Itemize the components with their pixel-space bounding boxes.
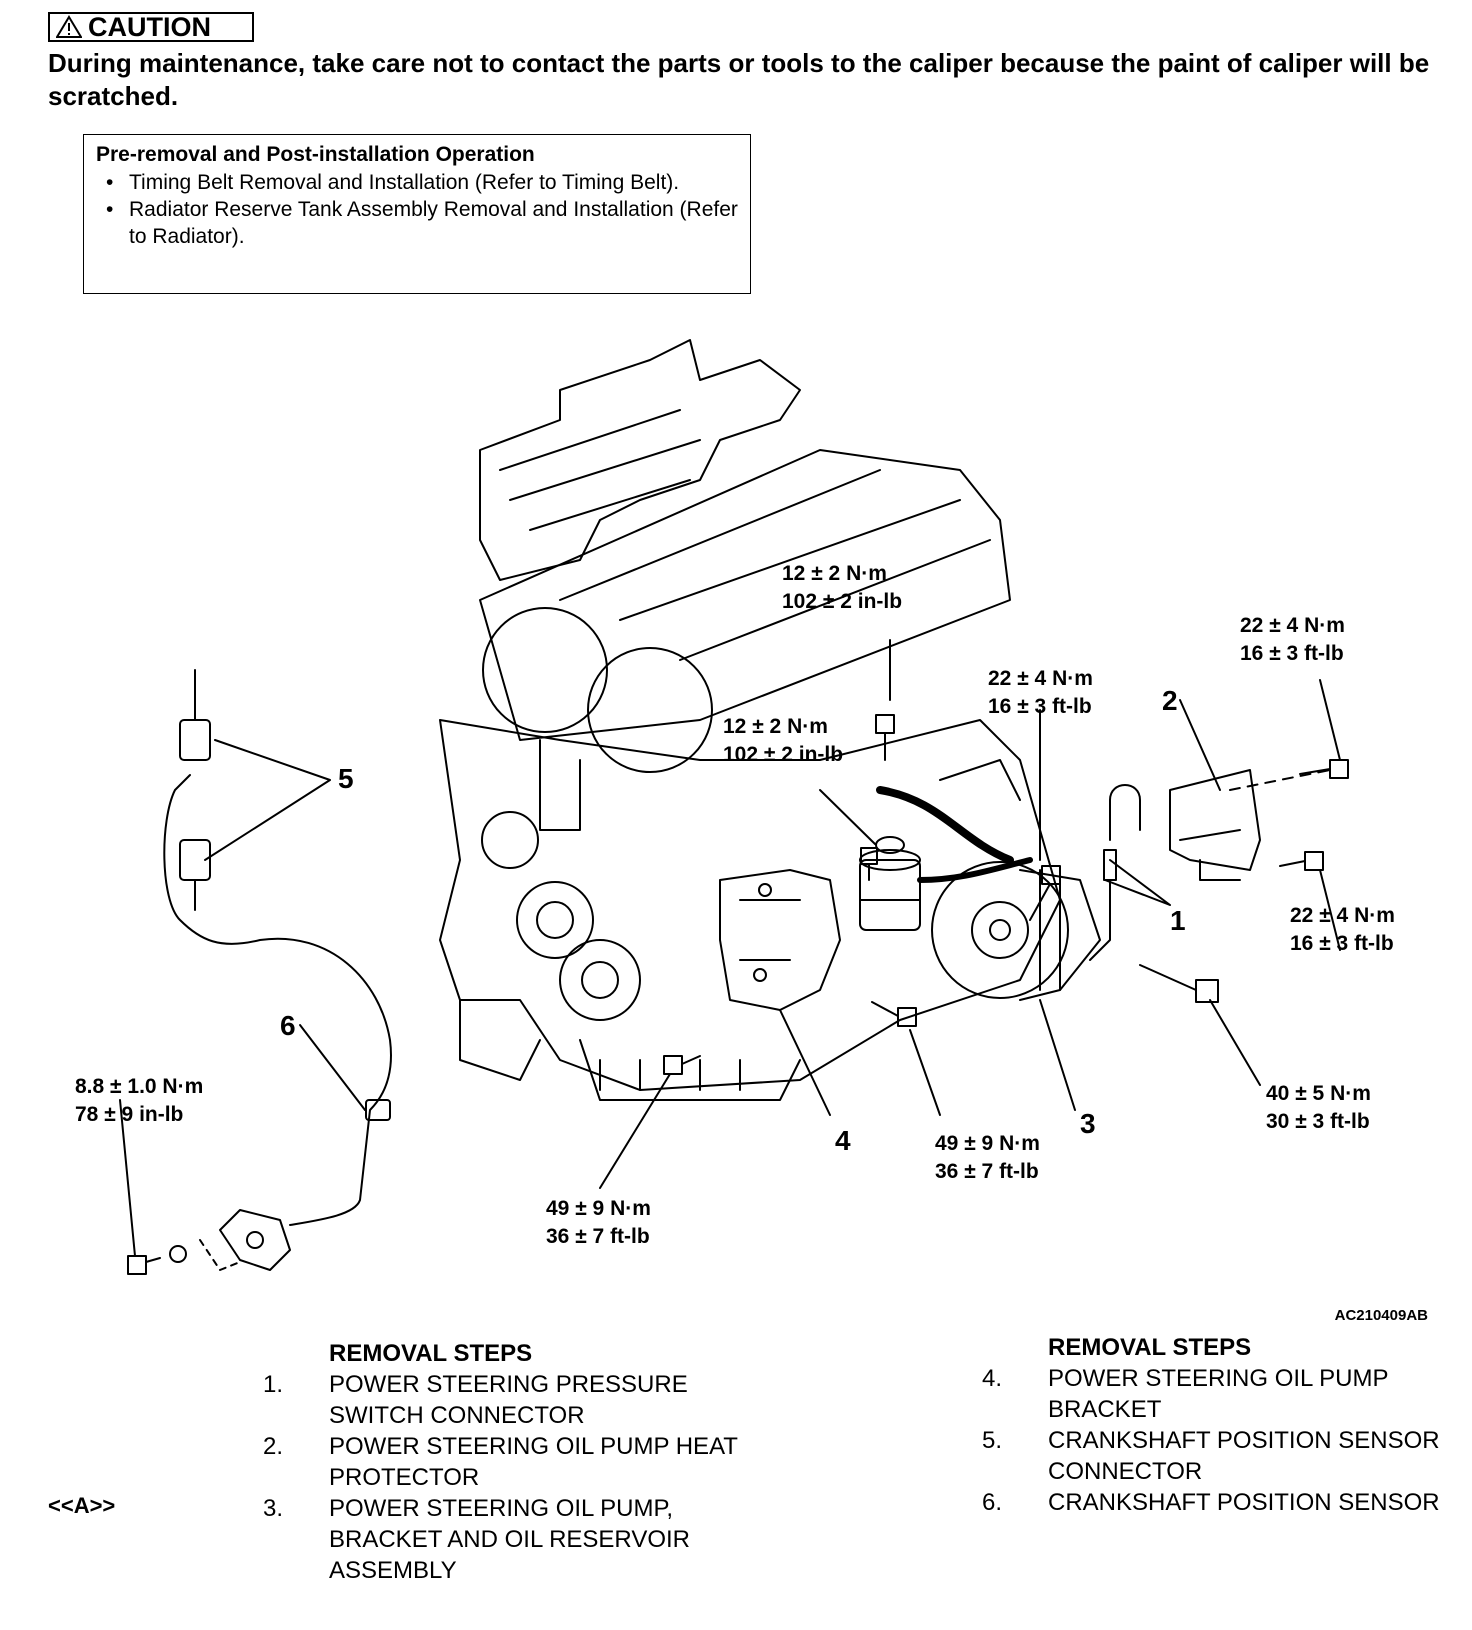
step-item: 1.POWER STEERING PRESSURE SWITCH CONNECT… <box>263 1371 688 1429</box>
removal-steps-title: REMOVAL STEPS <box>329 1340 533 1367</box>
engine-diagram <box>119 339 1349 1275</box>
pre-removal-item: Radiator Reserve Tank Assembly Removal a… <box>96 196 738 250</box>
removal-steps-left: REMOVAL STEPS 1.POWER STEERING PRESSURE … <box>263 1338 749 1586</box>
caution-box: CAUTION <box>48 12 254 42</box>
caution-label: CAUTION <box>88 11 211 42</box>
callout-3: 3 <box>1080 1108 1096 1139</box>
pre-removal-item: Timing Belt Removal and Installation (Re… <box>96 169 738 196</box>
pre-removal-heading: Pre-removal and Post-installation Operat… <box>96 143 535 166</box>
step-item: 6.CRANKSHAFT POSITION SENSOR <box>982 1489 1440 1516</box>
step-item: 4.POWER STEERING OIL PUMP BRACKET <box>982 1365 1389 1423</box>
pre-removal-list: Timing Belt Removal and Installation (Re… <box>96 169 738 250</box>
step-item: 3.POWER STEERING OIL PUMP, BRACKET AND O… <box>263 1495 690 1584</box>
callout-5: 5 <box>338 763 354 794</box>
callout-2: 2 <box>1162 685 1178 716</box>
callout-1: 1 <box>1170 905 1186 936</box>
step-item: 5.CRANKSHAFT POSITION SENSOR CONNECTOR <box>982 1427 1440 1485</box>
pre-removal-box: Pre-removal and Post-installation Operat… <box>83 134 751 294</box>
callout-6: 6 <box>280 1010 296 1041</box>
removal-steps-title: REMOVAL STEPS <box>1048 1334 1252 1361</box>
warning-triangle-icon <box>56 15 82 38</box>
step-marker: <<A>> <box>48 1493 116 1518</box>
step-item: 2.POWER STEERING OIL PUMP HEAT PROTECTOR <box>263 1433 738 1491</box>
figure-code: AC210409AB <box>1334 1307 1428 1324</box>
removal-steps-right: REMOVAL STEPS 4.POWER STEERING OIL PUMP … <box>982 1332 1468 1518</box>
callout-4: 4 <box>835 1125 851 1156</box>
caution-text: During maintenance, take care not to con… <box>48 48 1430 111</box>
